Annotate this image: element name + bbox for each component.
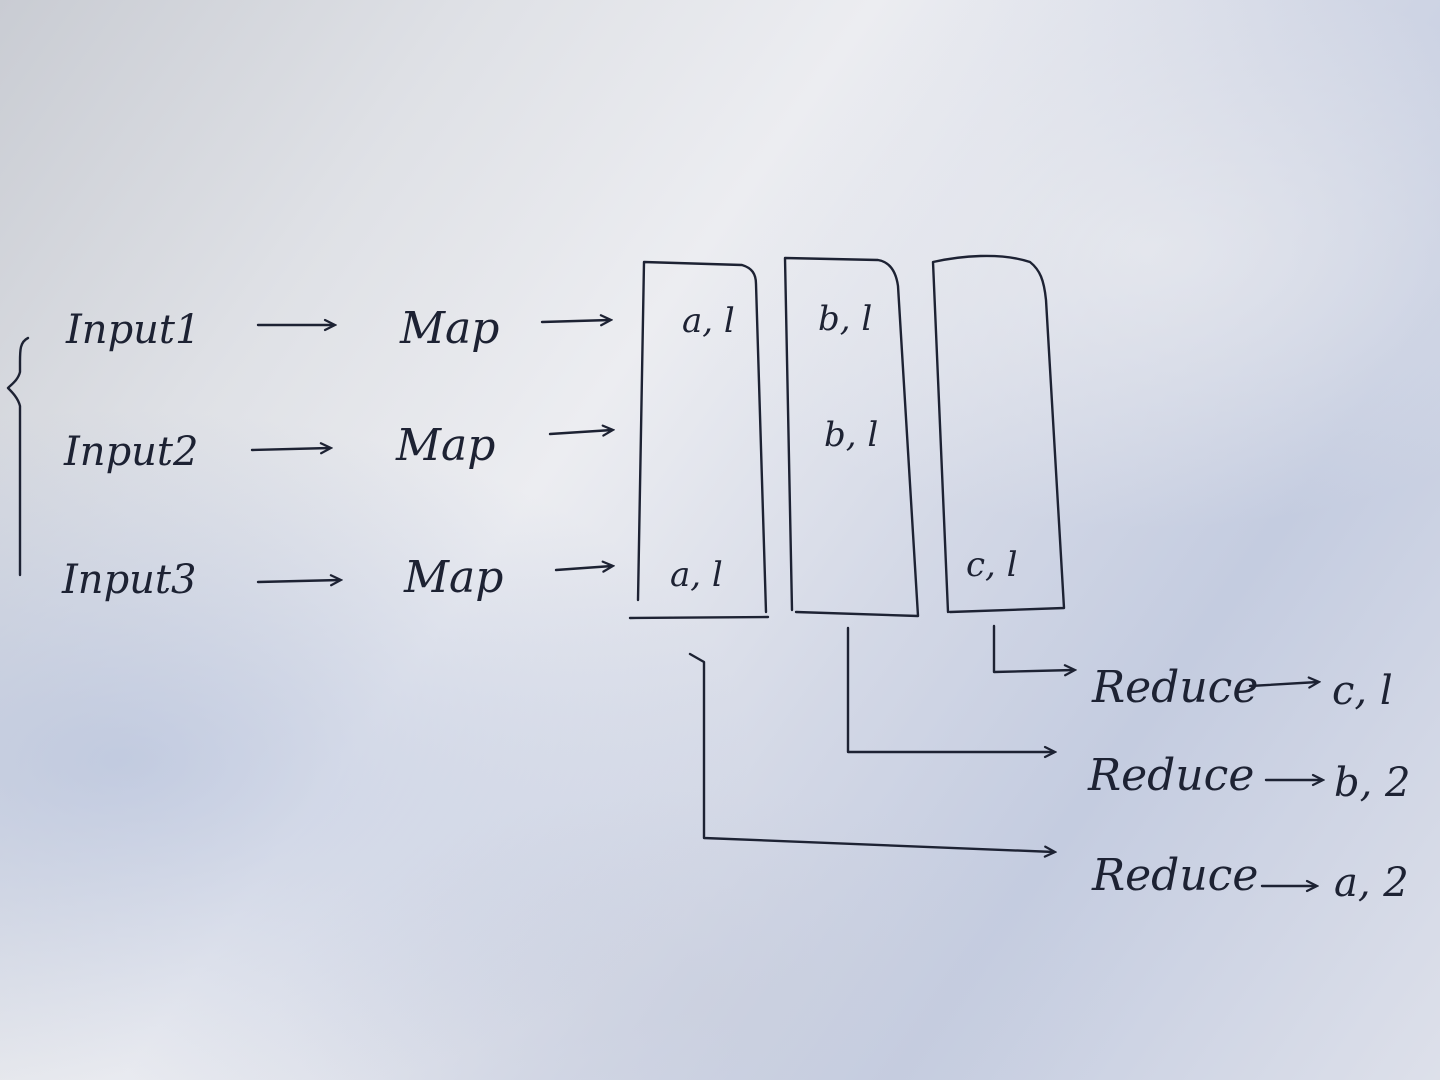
reduce-1-label: Reduce [1091,662,1258,713]
reduce-1-to-result-arrow [1248,682,1318,686]
partition-b-to-reduce-connector [846,626,1054,752]
partition-box-a [636,260,768,614]
partition-a-entry-2: a, l [670,555,723,595]
partition-a-to-reduce-connector [688,652,1054,852]
partition-box-a-base [628,615,770,620]
reduce-2-result: b, 2 [1334,760,1410,806]
map-3-to-partition-arrow [554,566,612,570]
map-1-label: Map [399,303,499,354]
map-2-label: Map [395,420,495,471]
partition-b-entry-1: b, l [818,299,872,339]
map-2-to-partition-arrow [548,430,612,434]
partition-box-b [783,256,920,618]
input-2-label: Input2 [63,429,198,475]
partition-c-entry-1: c, l [966,545,1018,585]
reduce-3-label: Reduce [1091,850,1258,901]
input-3-to-map-arrow [256,580,340,582]
reduce-2-label: Reduce [1087,750,1254,801]
reduce-3-result: a, 2 [1334,860,1409,906]
input-3-label: Input3 [61,557,196,603]
input-group-brace [6,336,30,577]
partition-a-entry-1: a, l [682,301,735,341]
partition-b-entry-2: b, l [824,415,878,455]
reduce-1-result: c, l [1332,668,1393,714]
map-3-label: Map [403,552,503,603]
input-2-to-map-arrow [250,448,330,450]
input-1-label: Input1 [65,307,200,353]
map-1-to-partition-arrow [540,320,610,322]
partition-box-c [931,254,1066,614]
partition-c-to-reduce-connector [992,624,1074,672]
